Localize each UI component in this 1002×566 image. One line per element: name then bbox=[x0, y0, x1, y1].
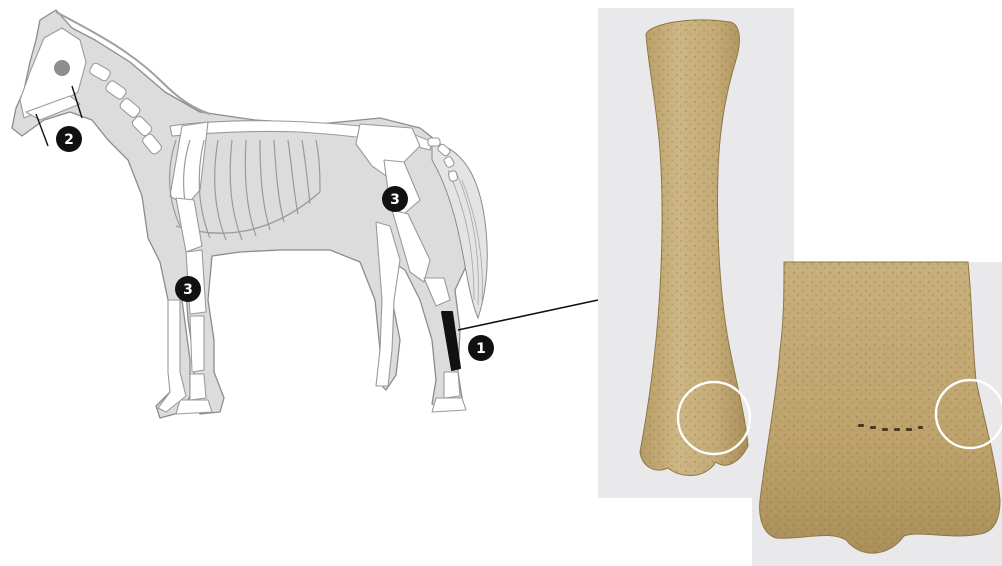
marker-3-hind: 3 bbox=[382, 186, 408, 212]
marker-3-front-label: 3 bbox=[183, 282, 193, 298]
marker-2: 2 bbox=[56, 126, 82, 152]
horse-diagram: 1 2 3 3 bbox=[12, 10, 494, 418]
skull-spot bbox=[54, 60, 70, 76]
marker-2-label: 2 bbox=[64, 132, 74, 148]
marker-3-front: 3 bbox=[175, 276, 201, 302]
bone-photo-detail bbox=[752, 262, 1002, 566]
front-hoof bbox=[176, 400, 212, 414]
marker-3-hind-label: 3 bbox=[390, 192, 400, 208]
marker-1: 1 bbox=[468, 335, 494, 361]
marker-1-label: 1 bbox=[476, 341, 486, 357]
hind-hoof bbox=[432, 398, 466, 412]
front-pastern bbox=[190, 374, 206, 400]
front-cannon bbox=[190, 316, 204, 372]
hind-pastern bbox=[444, 372, 460, 398]
